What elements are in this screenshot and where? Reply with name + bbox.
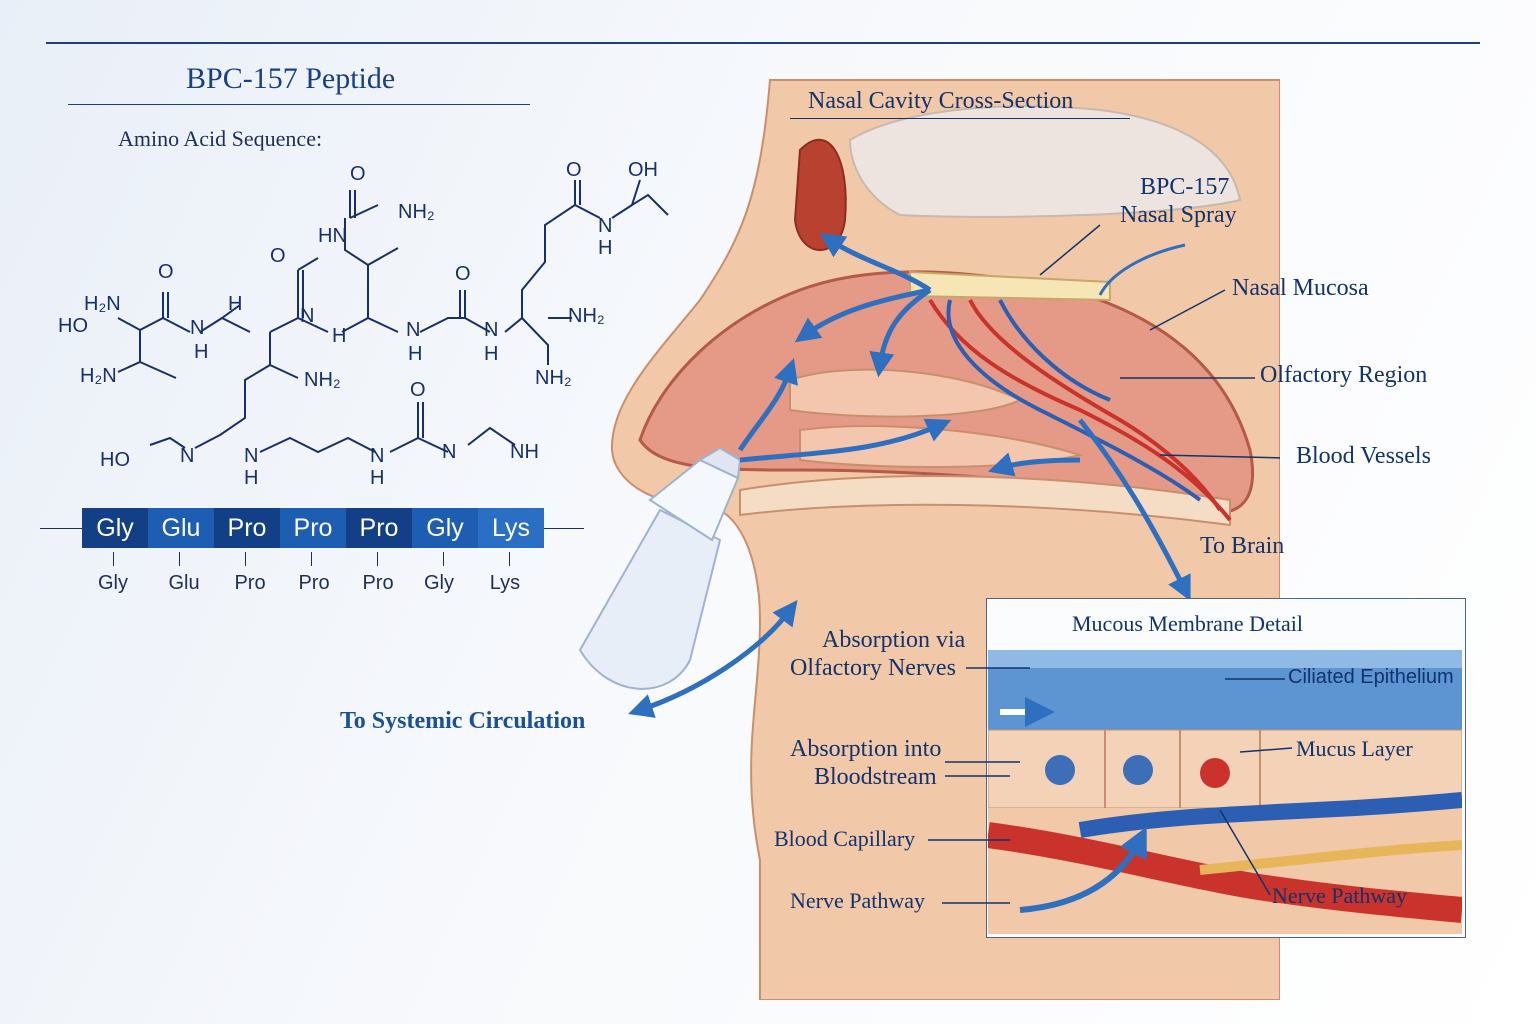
label-nerve-pathway-right: Nerve Pathway — [1272, 883, 1408, 908]
atom-label: H — [408, 343, 422, 365]
detail-title: Mucous Membrane Detail — [1066, 611, 1309, 637]
page-title: BPC-157 Peptide — [186, 62, 396, 95]
residue-box: Pro — [214, 508, 280, 548]
residue-label: Pro — [298, 572, 330, 594]
tick — [245, 552, 246, 566]
cell-nucleus — [1045, 755, 1075, 785]
atom-label: N — [180, 445, 194, 467]
label-nasal-spray: Nasal Spray — [1120, 202, 1237, 228]
nasal-title-underline — [790, 118, 1130, 119]
tick — [179, 552, 180, 566]
label-ciliated-epithelium: Ciliated Epithelium — [1288, 666, 1454, 688]
cell-nucleus — [1200, 758, 1230, 788]
atom-label: H₂N — [80, 365, 117, 387]
atom-label: H — [332, 325, 346, 347]
residue-box: Pro — [346, 508, 412, 548]
residue-box: Gly — [412, 508, 478, 548]
residue-label: Lys — [489, 572, 521, 594]
brain — [848, 105, 1242, 218]
olfactory-mucosa — [909, 270, 1111, 302]
atom-label: NH — [510, 441, 539, 463]
atom-label: O — [158, 261, 174, 283]
atom-label: N — [300, 305, 314, 327]
residue-label: Gly — [424, 572, 454, 594]
atom-label: N — [244, 445, 258, 467]
label-nasal-mucosa: Nasal Mucosa — [1232, 275, 1369, 301]
palate — [739, 475, 1231, 527]
vessels — [928, 298, 1232, 522]
atom-label: HN — [318, 225, 347, 247]
atom-label: NH₂ — [535, 367, 572, 389]
label-absorption-olfactory-1: Absorption via — [822, 627, 966, 653]
atom-label: NH₂ — [398, 201, 435, 223]
nasal-cavity-illustration — [578, 79, 1280, 1000]
atom-label: N — [442, 441, 456, 463]
residue-box: Lys — [478, 508, 544, 548]
atom-label: N — [406, 319, 420, 341]
atom-label: O — [566, 159, 582, 181]
label-absorption-olfactory-2: Olfactory Nerves — [790, 655, 956, 681]
label-to-brain: To Brain — [1200, 533, 1285, 559]
atom-label: H — [244, 467, 258, 489]
residue-box: Glu — [148, 508, 214, 548]
atom-label: H — [484, 343, 498, 365]
atom-labels: HO H₂N H₂N O N H H O N H HN O NH₂ NH₂ O … — [58, 159, 658, 489]
atom-label: H — [194, 341, 208, 363]
nasal-section-title: Nasal Cavity Cross-Section — [808, 88, 1074, 114]
tick — [377, 552, 378, 566]
label-olfactory-region: Olfactory Region — [1260, 362, 1428, 388]
label-mucus-layer: Mucus Layer — [1296, 736, 1413, 761]
detail-leader-arrows — [928, 667, 1293, 904]
label-nerve-pathway-left: Nerve Pathway — [790, 888, 926, 913]
atom-label: NH₂ — [568, 305, 605, 327]
structural-formula: HO H₂N H₂N O N H H O N H HN O NH₂ NH₂ O … — [58, 159, 669, 489]
atom-label: HO — [100, 449, 130, 471]
top-rule — [46, 42, 1480, 44]
label-absorption-blood-1: Absorption into — [790, 736, 942, 762]
tick — [311, 552, 312, 566]
frontal-sinus — [793, 138, 847, 251]
tick — [509, 552, 510, 566]
atom-label: O — [270, 245, 286, 267]
atom-label: N — [370, 445, 384, 467]
nerve — [1199, 840, 1462, 875]
atom-label: H — [598, 237, 612, 259]
label-bpc157: BPC-157 — [1140, 174, 1230, 200]
residue-label: Gly — [98, 572, 128, 594]
residue-box: Pro — [280, 508, 346, 548]
sequence-heading: Amino Acid Sequence: — [118, 126, 323, 151]
atom-label: N — [598, 215, 612, 237]
sequence-bar: Gly Glu Pro Pro Pro Gly Lys — [82, 508, 544, 548]
flow-arrows — [628, 233, 1191, 718]
atom-label: N — [190, 317, 204, 339]
residue-label: Pro — [362, 572, 394, 594]
atom-label: NH₂ — [304, 369, 341, 391]
title-underline — [68, 104, 530, 105]
atom-label: H₂N — [84, 293, 121, 315]
atom-label: H — [370, 467, 384, 489]
tick — [443, 552, 444, 566]
cell-nucleus — [1123, 755, 1153, 785]
leader-lines — [1039, 224, 1280, 459]
bond-lines — [117, 179, 669, 454]
tick — [113, 552, 114, 566]
residue-label: Pro — [234, 572, 266, 594]
atom-label: O — [455, 263, 471, 285]
atom-label: OH — [628, 159, 658, 181]
atom-label: N — [484, 319, 498, 341]
label-absorption-blood-2: Bloodstream — [814, 764, 937, 790]
label-blood-capillary: Blood Capillary — [774, 826, 916, 851]
atom-label: O — [350, 163, 366, 185]
label-blood-vessels: Blood Vessels — [1296, 443, 1431, 469]
atom-label: O — [410, 379, 426, 401]
residue-box: Gly — [82, 508, 148, 548]
nerve — [1078, 792, 1462, 838]
residue-label: Glu — [168, 572, 200, 594]
atom-label: H — [228, 293, 242, 315]
label-systemic-circulation: To Systemic Circulation — [340, 708, 586, 734]
atom-label: HO — [58, 315, 88, 337]
